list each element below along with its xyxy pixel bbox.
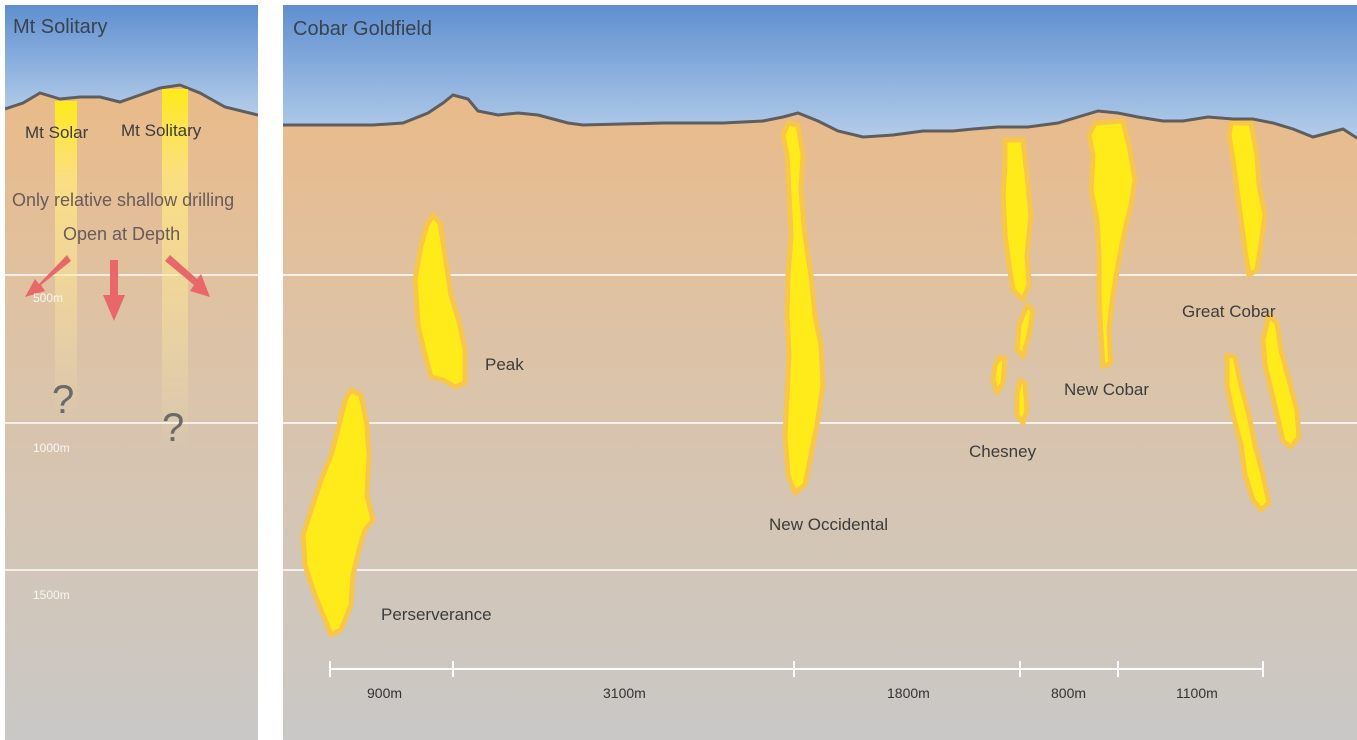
cobar-goldfield-panel: Cobar Goldfield Peak Perserverance New O… xyxy=(283,5,1357,740)
perserverance-label: Perserverance xyxy=(381,605,492,624)
mt-solar-label: Mt Solar xyxy=(25,123,89,142)
new-cobar-orebody xyxy=(1086,118,1138,370)
chesney-orebody-pod-2 xyxy=(990,354,1008,396)
distance-label-1800: 1800m xyxy=(887,685,930,701)
great-cobar-orebody-lower-right xyxy=(1260,312,1302,450)
surface-line-right xyxy=(283,93,1357,140)
chesney-orebody-pod-3 xyxy=(1014,377,1030,426)
cobar-goldfield-title: Cobar Goldfield xyxy=(293,18,432,40)
arrow-right-icon xyxy=(165,255,210,297)
great-cobar-orebody-lower-left xyxy=(1224,352,1272,513)
unknown-marker-mt-solar: ? xyxy=(52,378,75,422)
chesney-orebody-pod-1 xyxy=(1014,302,1036,360)
distance-label-800: 800m xyxy=(1051,685,1087,701)
surface-line-left xyxy=(5,83,258,117)
mt-solitary-section xyxy=(5,5,258,740)
chesney-label: Chesney xyxy=(969,442,1037,461)
mt-solitary-panel: Mt Solitary Mt Solar Mt Solitary Only re… xyxy=(5,5,258,740)
distance-scale-bar xyxy=(329,661,1264,677)
peak-orebody xyxy=(412,212,468,390)
mt-solitary-label: Mt Solitary xyxy=(121,121,202,140)
peak-label: Peak xyxy=(485,355,524,374)
new-cobar-label: New Cobar xyxy=(1064,380,1150,399)
great-cobar-label: Great Cobar xyxy=(1182,302,1276,321)
new-occidental-orebody xyxy=(780,120,826,496)
unknown-marker-mt-solitary: ? xyxy=(162,406,185,450)
great-cobar-orebody-upper xyxy=(1226,120,1268,278)
sky-left xyxy=(5,5,258,115)
depth-label-1000: 1000m xyxy=(33,441,70,455)
perserverance-orebody xyxy=(300,387,376,638)
depth-label-500: 500m xyxy=(33,291,64,305)
distance-label-3100: 3100m xyxy=(603,685,646,701)
arrow-left-icon xyxy=(25,255,71,297)
sky-right xyxy=(283,5,1357,138)
cobar-goldfield-section xyxy=(283,5,1357,740)
depth-label-1500: 1500m xyxy=(33,588,70,602)
new-occidental-label: New Occidental xyxy=(769,515,889,534)
open-at-depth-note: Open at Depth xyxy=(63,224,181,244)
shallow-drilling-note: Only relative shallow drilling xyxy=(12,190,235,210)
chesney-orebody-upper xyxy=(1000,137,1034,303)
arrow-down-icon xyxy=(103,260,125,321)
mt-solitary-title: Mt Solitary xyxy=(13,16,108,38)
distance-label-900: 900m xyxy=(367,685,403,701)
distance-label-1100: 1100m xyxy=(1176,685,1218,701)
